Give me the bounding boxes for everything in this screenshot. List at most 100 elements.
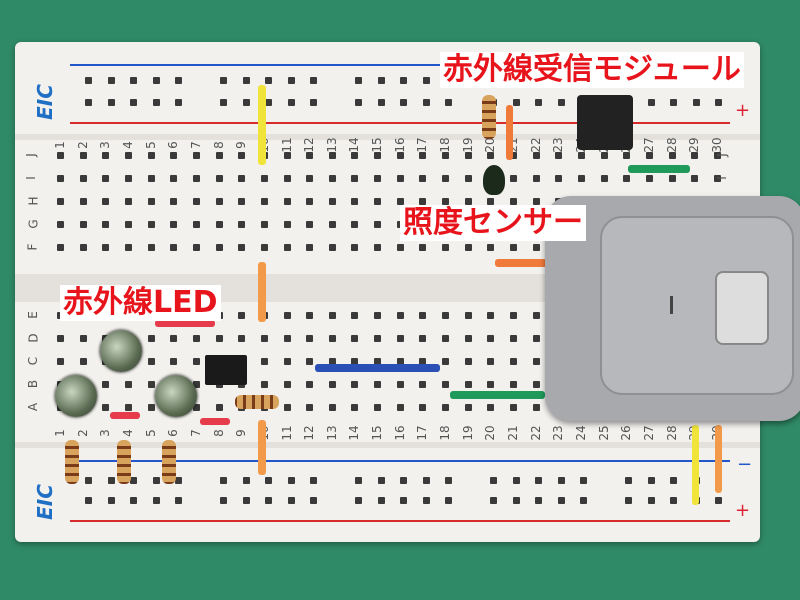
breadboard-hole <box>238 152 246 159</box>
breadboard-hole <box>238 198 246 205</box>
row-letter: C <box>26 356 41 366</box>
breadboard-hole <box>487 312 495 319</box>
breadboard-hole <box>124 221 132 228</box>
breadboard-hole <box>464 312 472 319</box>
blue-jumper-wire <box>315 364 440 372</box>
green-jumper-wire <box>628 165 690 173</box>
breadboard-hole <box>464 244 472 251</box>
column-number: 17 <box>415 137 430 153</box>
breadboard-hole <box>283 244 291 251</box>
column-number: 5 <box>143 429 158 437</box>
breadboard-hole <box>260 358 268 365</box>
breadboard-hole <box>713 175 721 182</box>
column-number: 22 <box>528 137 543 153</box>
breadboard-hole <box>192 404 200 411</box>
breadboard-hole <box>487 152 495 159</box>
breadboard-hole <box>487 404 495 411</box>
breadboard-hole <box>85 77 92 84</box>
microcontroller-module <box>545 196 800 421</box>
breadboard-hole <box>283 221 291 228</box>
breadboard-hole <box>130 99 138 106</box>
column-number: 2 <box>75 429 90 437</box>
breadboard-hole <box>328 312 336 319</box>
orange-jumper-wire <box>715 425 722 493</box>
breadboard-hole <box>85 99 92 106</box>
column-number: 24 <box>573 425 588 441</box>
breadboard-hole <box>175 77 183 84</box>
minus-sign-bottom: − <box>737 454 753 475</box>
breadboard-hole <box>535 99 543 106</box>
column-number: 12 <box>302 425 317 441</box>
breadboard-hole <box>328 404 336 411</box>
breadboard-hole <box>79 221 87 228</box>
column-number: 21 <box>506 425 520 441</box>
breadboard-hole <box>464 381 472 388</box>
breadboard-hole <box>260 381 268 388</box>
breadboard-hole <box>242 477 250 484</box>
breadboard-hole <box>260 244 268 251</box>
breadboard-hole <box>192 152 200 159</box>
breadboard-hole <box>422 77 430 84</box>
breadboard-hole <box>328 175 336 182</box>
column-number: 15 <box>370 425 385 441</box>
breadboard-hole <box>464 198 472 205</box>
breadboard-hole <box>490 497 497 504</box>
plus-sign-top: + <box>735 100 751 121</box>
breadboard-hole <box>260 198 268 205</box>
breadboard-hole <box>147 404 155 411</box>
breadboard-hole <box>555 175 563 182</box>
breadboard-hole <box>419 198 427 205</box>
breadboard-hole <box>510 335 517 342</box>
breadboard-hole <box>170 175 178 182</box>
row-letter: J <box>23 153 38 157</box>
breadboard-hole <box>215 404 223 411</box>
rail-divider <box>15 134 760 140</box>
breadboard-hole <box>490 477 497 484</box>
breadboard-hole <box>400 77 408 84</box>
resistor <box>162 440 176 484</box>
breadboard-hole <box>442 312 450 319</box>
breadboard-hole <box>147 198 155 205</box>
breadboard-hole <box>306 221 314 228</box>
breadboard-hole <box>355 497 362 504</box>
column-number: 25 <box>596 425 611 441</box>
breadboard-hole <box>600 152 608 159</box>
column-number: 9 <box>234 429 249 437</box>
breadboard-hole <box>445 497 453 504</box>
breadboard-hole <box>623 152 631 159</box>
column-number: 15 <box>370 137 385 153</box>
breadboard-hole <box>175 99 183 106</box>
breadboard-hole <box>396 335 404 342</box>
breadboard-hole <box>265 477 273 484</box>
row-letter: I <box>23 176 38 180</box>
column-number: 23 <box>551 425 566 441</box>
breadboard-hole <box>668 175 676 182</box>
column-number: 1 <box>53 429 67 437</box>
label-ir-receiver: 赤外線受信モジュール <box>440 52 744 88</box>
column-number: 11 <box>279 137 294 153</box>
breadboard-hole <box>124 152 132 159</box>
column-number: 29 <box>687 137 702 153</box>
row-letter: I <box>714 176 729 180</box>
breadboard-hole <box>647 497 655 504</box>
breadboard-hole <box>510 312 517 319</box>
breadboard-hole <box>374 198 382 205</box>
breadboard-hole <box>238 335 246 342</box>
breadboard-hole <box>147 358 155 365</box>
ir-led <box>155 375 197 417</box>
breadboard-hole <box>170 335 178 342</box>
breadboard-hole <box>147 381 155 388</box>
breadboard-hole <box>464 404 472 411</box>
breadboard-hole <box>170 152 178 159</box>
breadboard-hole <box>85 477 92 484</box>
column-number: 18 <box>438 425 453 441</box>
column-number: 28 <box>664 137 679 153</box>
breadboard-hole <box>265 99 273 106</box>
breadboard-hole <box>557 477 565 484</box>
breadboard-hole <box>328 152 336 159</box>
breadboard-hole <box>510 404 517 411</box>
breadboard-hole <box>374 404 382 411</box>
breadboard-hole <box>328 358 336 365</box>
breadboard-hole <box>396 404 404 411</box>
breadboard-hole <box>265 77 273 84</box>
